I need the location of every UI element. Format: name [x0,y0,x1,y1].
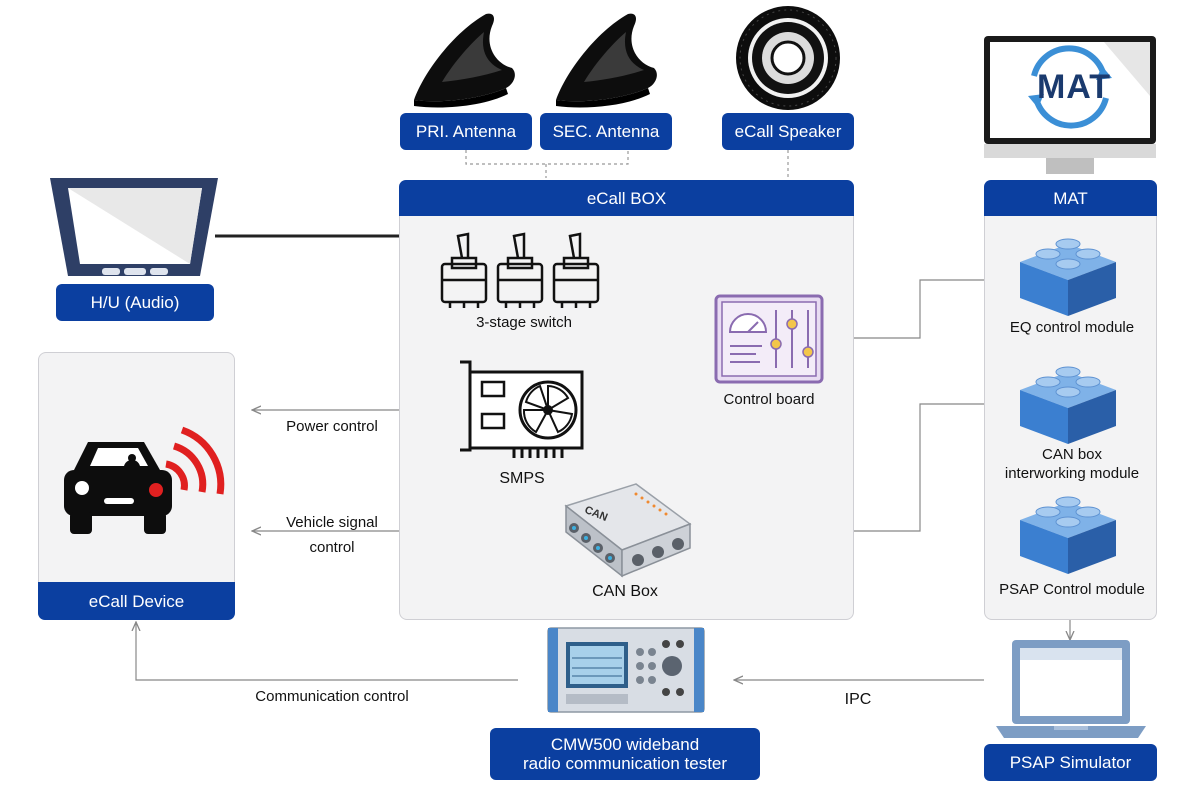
ipc-label: IPC [844,691,872,708]
ecall-box-title: eCall BOX [399,180,854,216]
comm-control-arrow [136,622,518,681]
hu-audio-label: H/U (Audio) [56,284,214,321]
psap-module-label: PSAP Control module [999,581,1145,598]
smps-label: SMPS [499,470,545,487]
canbox-module-label: CAN box interworking module [1004,446,1140,482]
control-board-label: Control board [723,391,815,408]
antenna-dashed-link [465,150,629,178]
ecall-device-label: eCall Device [38,582,235,620]
power-control-label: Power control [286,418,378,435]
switch-label: 3-stage switch [476,314,572,331]
vehicle-signal-label: Vehicle signal control [286,514,378,556]
cmw500-label: CMW500 wideband radio communication test… [490,728,760,780]
can-box-label: CAN Box [592,583,658,600]
eq-module-label: EQ control module [1009,319,1135,336]
ecall-speaker-label: eCall Speaker [722,113,854,150]
sec-antenna-label: SEC. Antenna [540,113,672,150]
pri-antenna-label: PRI. Antenna [400,113,532,150]
eq-to-board [830,279,1010,338]
mat-title: MAT [984,180,1157,216]
communication-control-label: Communication control [255,688,409,705]
mat-logo-text: MAT [1036,68,1112,106]
psap-simulator-label: PSAP Simulator [984,744,1157,781]
